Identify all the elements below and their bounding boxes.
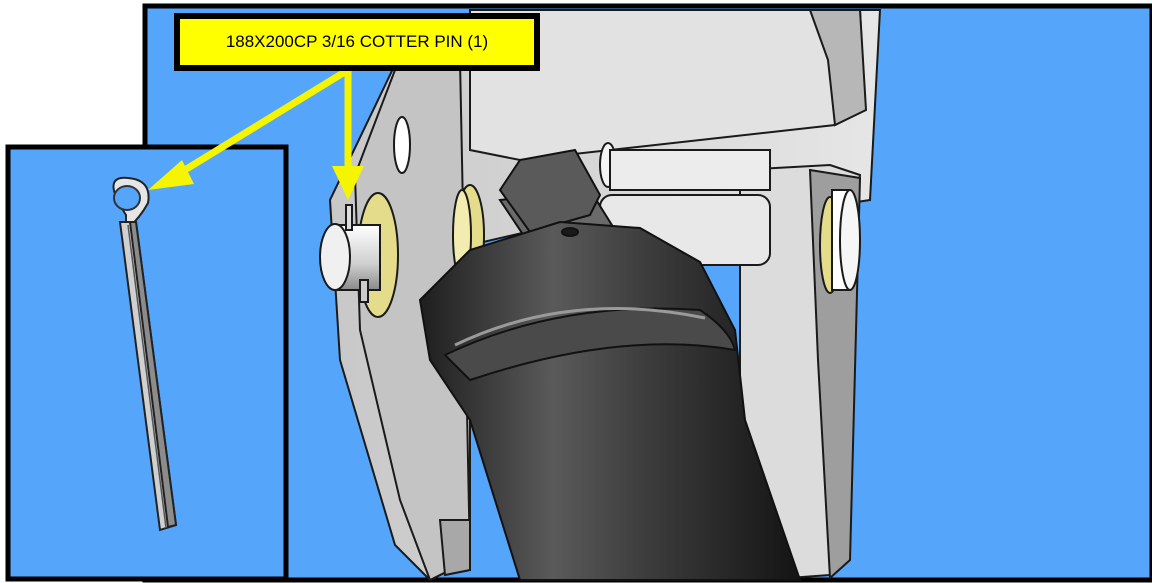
callout-arrows [148, 67, 364, 200]
cotter-pin-installed [345, 204, 369, 303]
hydraulic-cylinder [418, 148, 802, 581]
cotter-pin-inset [5, 144, 289, 582]
part-callout-label: 188X200CP 3/16 COTTER PIN (1) [174, 13, 540, 71]
clevis-pin [319, 192, 399, 318]
cotter-pin [112, 176, 178, 532]
right-clevis-pin [819, 189, 861, 294]
mounting-bracket [328, 9, 882, 582]
